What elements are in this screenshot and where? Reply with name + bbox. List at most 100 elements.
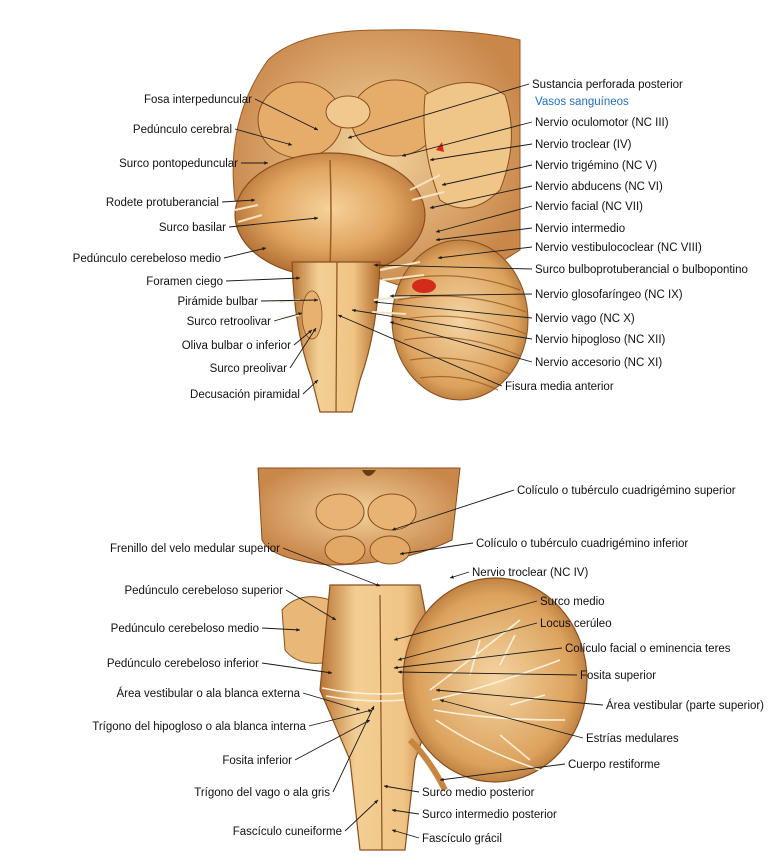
dorsal-brainstem-view-label-right-9: Cuerpo restiforme — [568, 759, 660, 771]
dorsal-brainstem-view-label-right-12: Fascículo grácil — [422, 833, 502, 845]
dorsal-brainstem-view-leader-right-5 — [393, 647, 563, 669]
dorsal-brainstem-view-leader-left-2-arrowhead — [296, 628, 300, 632]
ventral-brainstem-view-leader-right-3 — [429, 143, 533, 161]
dorsal-brainstem-view-label-right-7: Área vestibular (parte superior) — [606, 699, 764, 712]
ventral-brainstem-view-label-left-0: Fosa interpeduncular — [144, 94, 252, 106]
dorsal-brainstem-view-label-right-3: Surco medio — [540, 596, 605, 608]
dorsal-brainstem-view-leader-right-8 — [439, 699, 584, 739]
dorsal-brainstem-view-label-right-8: Estrías medulares — [586, 733, 679, 745]
ventral-brainstem-view-leader-left-7-arrowhead — [314, 298, 318, 302]
dorsal-brainstem-view-leader-left-3-arrowhead — [328, 670, 332, 675]
ventral-brainstem-view-label-left-4: Surco basilar — [159, 222, 226, 234]
dorsal-brainstem-view-leader-left-8 — [344, 799, 379, 832]
ventral-brainstem-view-leader-left-10 — [289, 327, 317, 369]
ventral-brainstem-view-label-left-10: Surco preolivar — [210, 363, 288, 375]
ventral-brainstem-view-leader-left-8 — [273, 312, 303, 322]
ventral-brainstem-view-leader-left-5-arrowhead — [262, 247, 266, 251]
ventral-brainstem-view-label-left-1: Pedúnculo cerebral — [133, 124, 232, 136]
ventral-brainstem-view-label-left-9: Oliva bulbar o inferior — [182, 340, 291, 352]
ventral-brainstem-view-label-right-12: Nervio hipogloso (NC XII) — [535, 334, 666, 346]
dorsal-brainstem-view-label-right-10: Surco medio posterior — [422, 787, 535, 799]
temporal-lobe — [423, 82, 512, 209]
dorsal-brainstem-view-label-left-1: Pedúnculo cerebeloso superior — [124, 585, 283, 597]
ventral-brainstem-view-label-left-6: Foramen ciego — [146, 276, 223, 288]
dorsal-brainstem-view-leader-left-0 — [282, 547, 381, 587]
dorsal-brainstem-view-leader-right-12-arrowhead — [392, 829, 396, 833]
superior-colliculus-left — [315, 493, 365, 531]
ventral-brainstem-view-leader-right-14 — [337, 314, 503, 387]
ventral-brainstem-view-leader-left-5 — [223, 247, 267, 259]
ventral-brainstem-view-leader-left-4-arrowhead — [314, 216, 318, 221]
dorsal-brainstem-view-leader-right-3 — [393, 600, 538, 641]
ventral-brainstem-view-leader-right-9 — [373, 264, 533, 270]
ventral-brainstem-view-leader-left-7 — [260, 299, 319, 302]
ventral-brainstem-view-label-right-0: Sustancia perforada posterior — [532, 79, 683, 91]
dorsal-brainstem-view-label-right-0: Colículo o tubérculo cuadrigémino superi… — [517, 485, 736, 497]
ventral-brainstem-view-label-right-6: Nervio facial (NC VII) — [535, 201, 643, 213]
ventral-brainstem-view-leader-right-6 — [435, 205, 533, 233]
dorsal-brainstem-view-leader-right-2-arrowhead — [450, 575, 454, 579]
ventral-brainstem-view-leader-right-11-arrowhead — [374, 300, 378, 305]
ventral-brainstem-view-leader-right-12 — [351, 309, 533, 340]
dorsal-brainstem-view-leader-right-0-arrowhead — [392, 527, 396, 531]
ventral-brainstem-view-leader-left-6 — [225, 277, 301, 282]
median-sulcus — [379, 594, 383, 851]
dorsal-brainstem-view-leader-left-8-arrowhead — [374, 800, 378, 804]
ventral-brainstem-view-leader-right-7-arrowhead — [436, 237, 440, 242]
dorsal-brainstem-view-label-right-6: Fosita superior — [580, 670, 656, 682]
dorsal-brainstem-view-leader-left-4-arrowhead — [356, 707, 360, 711]
dorsal-brainstem-view-leader-right-0 — [391, 489, 515, 531]
dorsal-brainstem-view-label-right-11: Surco intermedio posterior — [422, 809, 557, 821]
ventral-brainstem-view-leader-left-8-arrowhead — [298, 312, 302, 316]
dorsal-brainstem-view-label-right-2: Nervio troclear (NC IV) — [472, 567, 588, 579]
ventral-brainstem-view-label-left-2: Surco pontopeduncular — [119, 158, 238, 170]
dorsal-brainstem-view-leader-left-2 — [261, 627, 301, 631]
ventral-brainstem-view-leader-right-10 — [389, 293, 533, 297]
ventral-brainstem-view-leader-right-5 — [429, 185, 533, 209]
ventral-brainstem-view-label-left-3: Rodete protuberancial — [106, 197, 219, 209]
dorsal-brainstem-view-leader-left-6 — [294, 719, 371, 761]
dorsal-brainstem-view-leader-left-1-arrowhead — [332, 616, 336, 620]
dorsal-brainstem-view-leader-left-7 — [332, 705, 375, 793]
mammillary-bodies — [325, 95, 371, 129]
ventral-brainstem-view-leader-left-9 — [293, 329, 313, 346]
ventral-brainstem-view-label-left-11: Decusación piramidal — [190, 389, 300, 401]
ventral-brainstem-view-label-right-8: Nervio vestibulococlear (NC VIII) — [535, 242, 702, 254]
dorsal-brainstem-view-label-left-0: Frenillo del velo medular superior — [110, 543, 280, 555]
dorsal-brainstem-view-label-right-1: Colículo o tubérculo cuadrigémino inferi… — [476, 538, 688, 550]
ventral-brainstem-view-leader-left-1 — [234, 128, 293, 146]
ventral-brainstem-view-leader-right-6-arrowhead — [436, 229, 440, 233]
dorsal-brainstem-view-leader-right-1-arrowhead — [400, 551, 404, 556]
dorsal-brainstem-view-leader-right-10 — [383, 785, 420, 793]
dorsal-brainstem-view-leader-right-5-arrowhead — [394, 665, 398, 670]
ventral-brainstem-view-leader-right-7 — [435, 227, 533, 241]
ventral-brainstem-view-leader-right-13-arrowhead — [390, 321, 394, 325]
dorsal-brainstem-view-leader-left-7-arrowhead — [370, 706, 375, 710]
ventral-brainstem-view-leader-right-5-arrowhead — [430, 205, 434, 209]
dorsal-brainstem-view-leader-right-3-arrowhead — [394, 637, 398, 641]
ventral-brainstem-view-leader-right-8-arrowhead — [438, 255, 442, 260]
arbor-vitae — [429, 619, 566, 771]
dorsal-brainstem-view-label-left-7: Trígono del vago o ala gris — [194, 787, 330, 799]
dorsal-brainstem-view-label-left-8: Fascículo cuneiforme — [233, 826, 342, 838]
ventral-brainstem-view-label-right-3: Nervio troclear (IV) — [535, 139, 632, 151]
dorsal-brainstem-view-leader-left-3 — [261, 662, 333, 674]
ventral-brainstem-view-leader-right-0-arrowhead — [348, 135, 352, 139]
dorsal-brainstem-view-label-right-5: Colículo facial o eminencia teres — [565, 643, 731, 655]
ventral-brainstem-view-label-right-7: Nervio intermedio — [535, 223, 625, 235]
dorsal-brainstem-view-label-left-5: Trígono del hipogloso o ala blanca inter… — [92, 721, 306, 733]
ventral-brainstem-view-label-right-13: Nervio accesorio (NC XI) — [535, 357, 662, 369]
dorsal-brainstem-view-leader-right-1 — [399, 542, 474, 555]
ventral-brainstem-view-label-right-5: Nervio abducens (NC VI) — [535, 181, 663, 193]
olive — [301, 290, 323, 340]
dorsal-brainstem-view-leader-left-1 — [285, 589, 337, 621]
ventral-brainstem-view-leader-left-4 — [228, 217, 319, 228]
basilar-sulcus — [329, 159, 332, 266]
dorsal-brainstem-view-leader-right-8-arrowhead — [440, 699, 444, 703]
dorsal-brainstem-view-leader-right-10-arrowhead — [384, 784, 388, 789]
restiform-body — [407, 737, 448, 792]
ventral-brainstem-view-leader-left-9-arrowhead — [308, 330, 312, 334]
cerebellum-folia — [397, 275, 527, 391]
ventral-brainstem-view-label-right-14: Fisura media anterior — [505, 381, 614, 393]
